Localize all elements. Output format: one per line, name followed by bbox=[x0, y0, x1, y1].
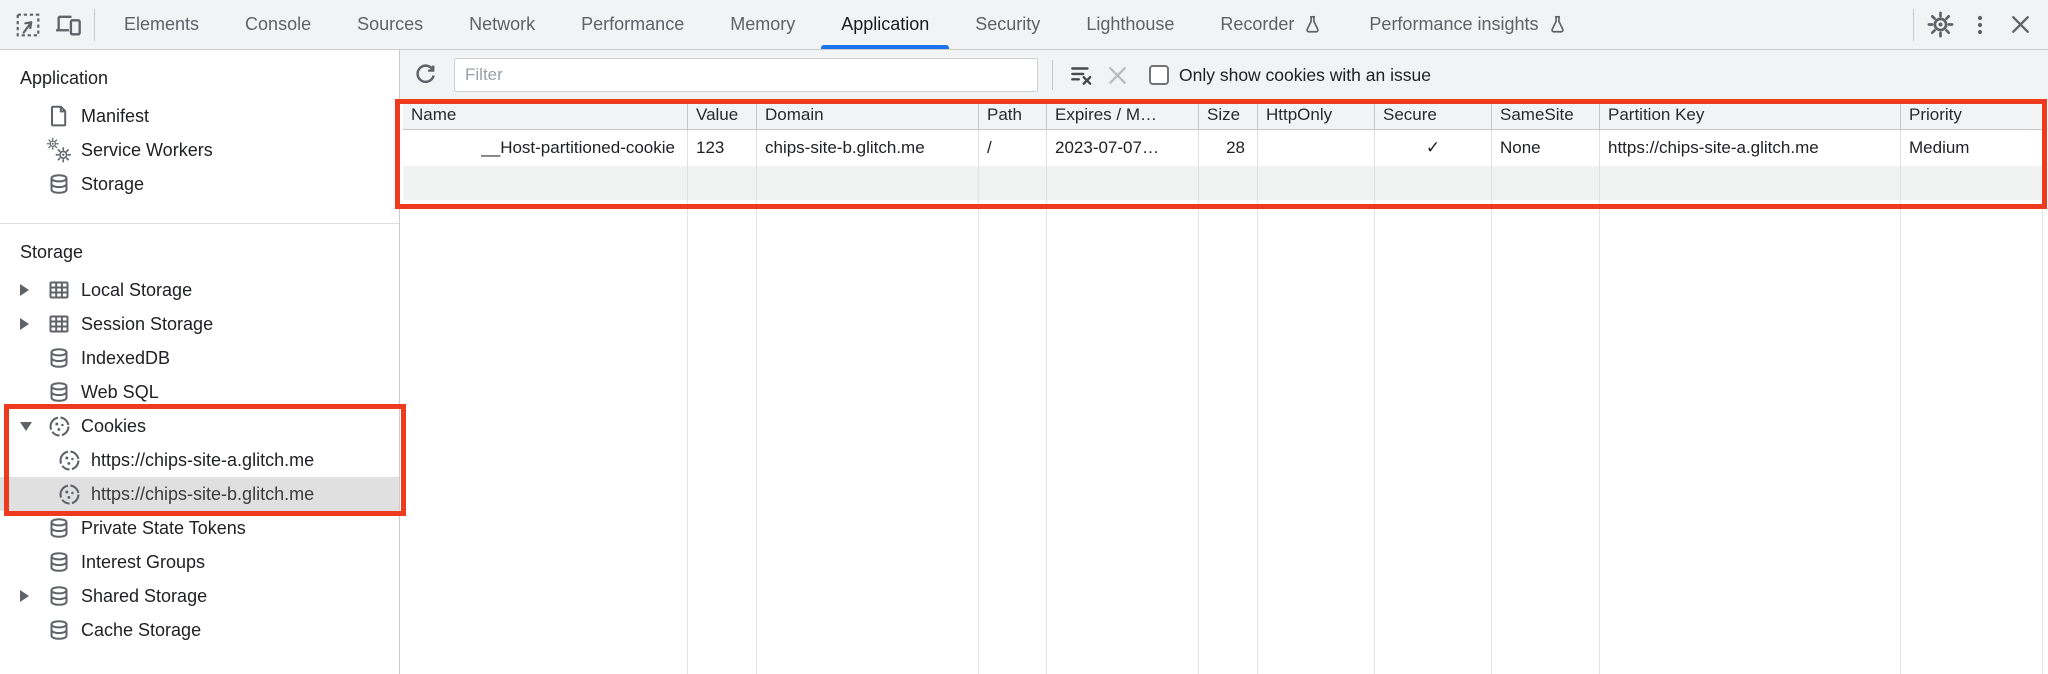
col-header-path[interactable]: Path bbox=[979, 100, 1047, 130]
col-header-httponly[interactable]: HttpOnly bbox=[1258, 100, 1375, 130]
col-header-priority[interactable]: Priority bbox=[1901, 100, 2043, 130]
cell-path[interactable]: / bbox=[979, 130, 1047, 166]
tab-memory[interactable]: Memory bbox=[730, 14, 796, 34]
more-options-kebab-icon[interactable] bbox=[1960, 5, 2000, 45]
col-header-domain[interactable]: Domain bbox=[757, 100, 979, 130]
devtools-tabbar: Elements Console Sources Network Perform… bbox=[0, 0, 2048, 50]
table-grid-icon bbox=[46, 277, 72, 303]
toolbar-divider bbox=[94, 8, 95, 41]
cookie-table: Name Value Domain Path Expires / M… Size… bbox=[403, 100, 2043, 674]
col-header-expires[interactable]: Expires / M… bbox=[1047, 100, 1199, 130]
toolbar-divider bbox=[1913, 8, 1914, 41]
tab-console[interactable]: Console bbox=[245, 14, 312, 34]
sidebar-item-local-storage[interactable]: Local Storage bbox=[0, 273, 399, 307]
sidebar-item-indexeddb[interactable]: IndexedDB bbox=[0, 341, 399, 375]
database-icon bbox=[46, 549, 72, 575]
sidebar-item-cache-storage[interactable]: Cache Storage bbox=[0, 613, 399, 647]
sidebar-item-interest-groups[interactable]: Interest Groups bbox=[0, 545, 399, 579]
database-icon bbox=[46, 515, 72, 541]
cookie-table-row[interactable]: __Host-partitioned-cookie 123 chips-site… bbox=[403, 130, 2043, 166]
sidebar-item-service-workers[interactable]: Service Workers bbox=[0, 133, 399, 167]
tab-application[interactable]: Application bbox=[818, 0, 952, 49]
sidebar-item-web-sql[interactable]: Web SQL bbox=[0, 375, 399, 409]
refresh-icon[interactable] bbox=[406, 56, 444, 94]
file-icon bbox=[46, 103, 72, 129]
tab-performance[interactable]: Performance bbox=[581, 14, 685, 34]
clear-filter-icon[interactable] bbox=[1063, 57, 1099, 93]
only-issue-checkbox[interactable] bbox=[1149, 65, 1169, 85]
close-devtools-icon[interactable] bbox=[2000, 5, 2040, 45]
sidebar-item-manifest[interactable]: Manifest bbox=[0, 99, 399, 133]
service-worker-gears-icon bbox=[46, 137, 72, 163]
col-header-partition-key[interactable]: Partition Key bbox=[1600, 100, 1901, 130]
col-header-size[interactable]: Size bbox=[1199, 100, 1258, 130]
col-header-samesite[interactable]: SameSite bbox=[1492, 100, 1600, 130]
col-header-value[interactable]: Value bbox=[688, 100, 757, 130]
device-toolbar-icon[interactable] bbox=[48, 5, 88, 45]
cookie-icon bbox=[56, 447, 82, 473]
cookie-table-header: Name Value Domain Path Expires / M… Size… bbox=[403, 100, 2043, 130]
cookie-icon bbox=[46, 413, 72, 439]
sidebar-item-storage[interactable]: Storage bbox=[0, 167, 399, 201]
panel-tabs: Elements Console Sources Network Perform… bbox=[101, 0, 1591, 49]
cookie-icon bbox=[56, 481, 82, 507]
table-grid-icon bbox=[46, 311, 72, 337]
tab-sources[interactable]: Sources bbox=[357, 14, 424, 34]
sidebar-item-cookies[interactable]: Cookies bbox=[0, 409, 399, 443]
experiment-flask-icon bbox=[1302, 14, 1323, 35]
toolbar-divider bbox=[1052, 60, 1053, 90]
sidebar-item-cookies-chips-site-b[interactable]: https://chips-site-b.glitch.me bbox=[0, 477, 399, 511]
tab-recorder[interactable]: Recorder bbox=[1197, 0, 1346, 49]
only-issue-checkbox-label: Only show cookies with an issue bbox=[1179, 64, 1431, 85]
cell-httponly[interactable] bbox=[1258, 130, 1375, 166]
cell-priority[interactable]: Medium bbox=[1901, 130, 2043, 166]
inspect-element-icon[interactable] bbox=[8, 5, 48, 45]
tab-elements[interactable]: Elements bbox=[124, 14, 200, 34]
sidebar-divider bbox=[0, 223, 399, 224]
sidebar-item-private-state-tokens[interactable]: Private State Tokens bbox=[0, 511, 399, 545]
sidebar-item-cookies-chips-site-a[interactable]: https://chips-site-a.glitch.me bbox=[0, 443, 399, 477]
database-icon bbox=[46, 617, 72, 643]
database-icon bbox=[46, 379, 72, 405]
tab-network[interactable]: Network bbox=[469, 14, 536, 34]
database-icon bbox=[46, 583, 72, 609]
sidebar-section-title-application: Application bbox=[20, 68, 109, 88]
tab-lighthouse[interactable]: Lighthouse bbox=[1086, 14, 1175, 34]
settings-gear-icon[interactable] bbox=[1920, 5, 1960, 45]
cell-size[interactable]: 28 bbox=[1199, 130, 1258, 166]
cell-expires[interactable]: 2023-07-07… bbox=[1047, 130, 1199, 166]
cookie-table-empty-area bbox=[403, 200, 2043, 674]
sidebar-item-shared-storage[interactable]: Shared Storage bbox=[0, 579, 399, 613]
database-icon bbox=[46, 171, 72, 197]
col-header-name[interactable]: Name bbox=[403, 100, 688, 130]
cookies-pane: Only show cookies with an issue Name Val… bbox=[400, 50, 2048, 674]
sidebar-section-title-storage: Storage bbox=[20, 242, 84, 262]
cell-partition-key[interactable]: https://chips-site-a.glitch.me bbox=[1600, 130, 1901, 166]
experiment-flask-icon bbox=[1547, 14, 1568, 35]
cell-samesite[interactable]: None bbox=[1492, 130, 1600, 166]
delete-cookie-icon[interactable] bbox=[1099, 57, 1135, 93]
cell-domain[interactable]: chips-site-b.glitch.me bbox=[757, 130, 979, 166]
tab-performance-insights[interactable]: Performance insights bbox=[1346, 0, 1590, 49]
cookies-toolbar: Only show cookies with an issue bbox=[400, 50, 2048, 100]
tab-security[interactable]: Security bbox=[975, 14, 1041, 34]
chevron-down-icon[interactable] bbox=[20, 421, 46, 431]
cell-name[interactable]: __Host-partitioned-cookie bbox=[403, 130, 688, 166]
chevron-right-icon[interactable] bbox=[20, 590, 46, 602]
cell-secure-checkmark[interactable]: ✓ bbox=[1375, 130, 1492, 166]
cookie-table-empty-row bbox=[403, 166, 2043, 200]
chevron-right-icon[interactable] bbox=[20, 284, 46, 296]
sidebar-item-session-storage[interactable]: Session Storage bbox=[0, 307, 399, 341]
database-icon bbox=[46, 345, 72, 371]
cookie-filter-input[interactable] bbox=[454, 58, 1038, 92]
application-sidebar: Application Manifest Service Workers S bbox=[0, 50, 400, 674]
chevron-right-icon[interactable] bbox=[20, 318, 46, 330]
cell-value[interactable]: 123 bbox=[688, 130, 757, 166]
col-header-secure[interactable]: Secure bbox=[1375, 100, 1492, 130]
